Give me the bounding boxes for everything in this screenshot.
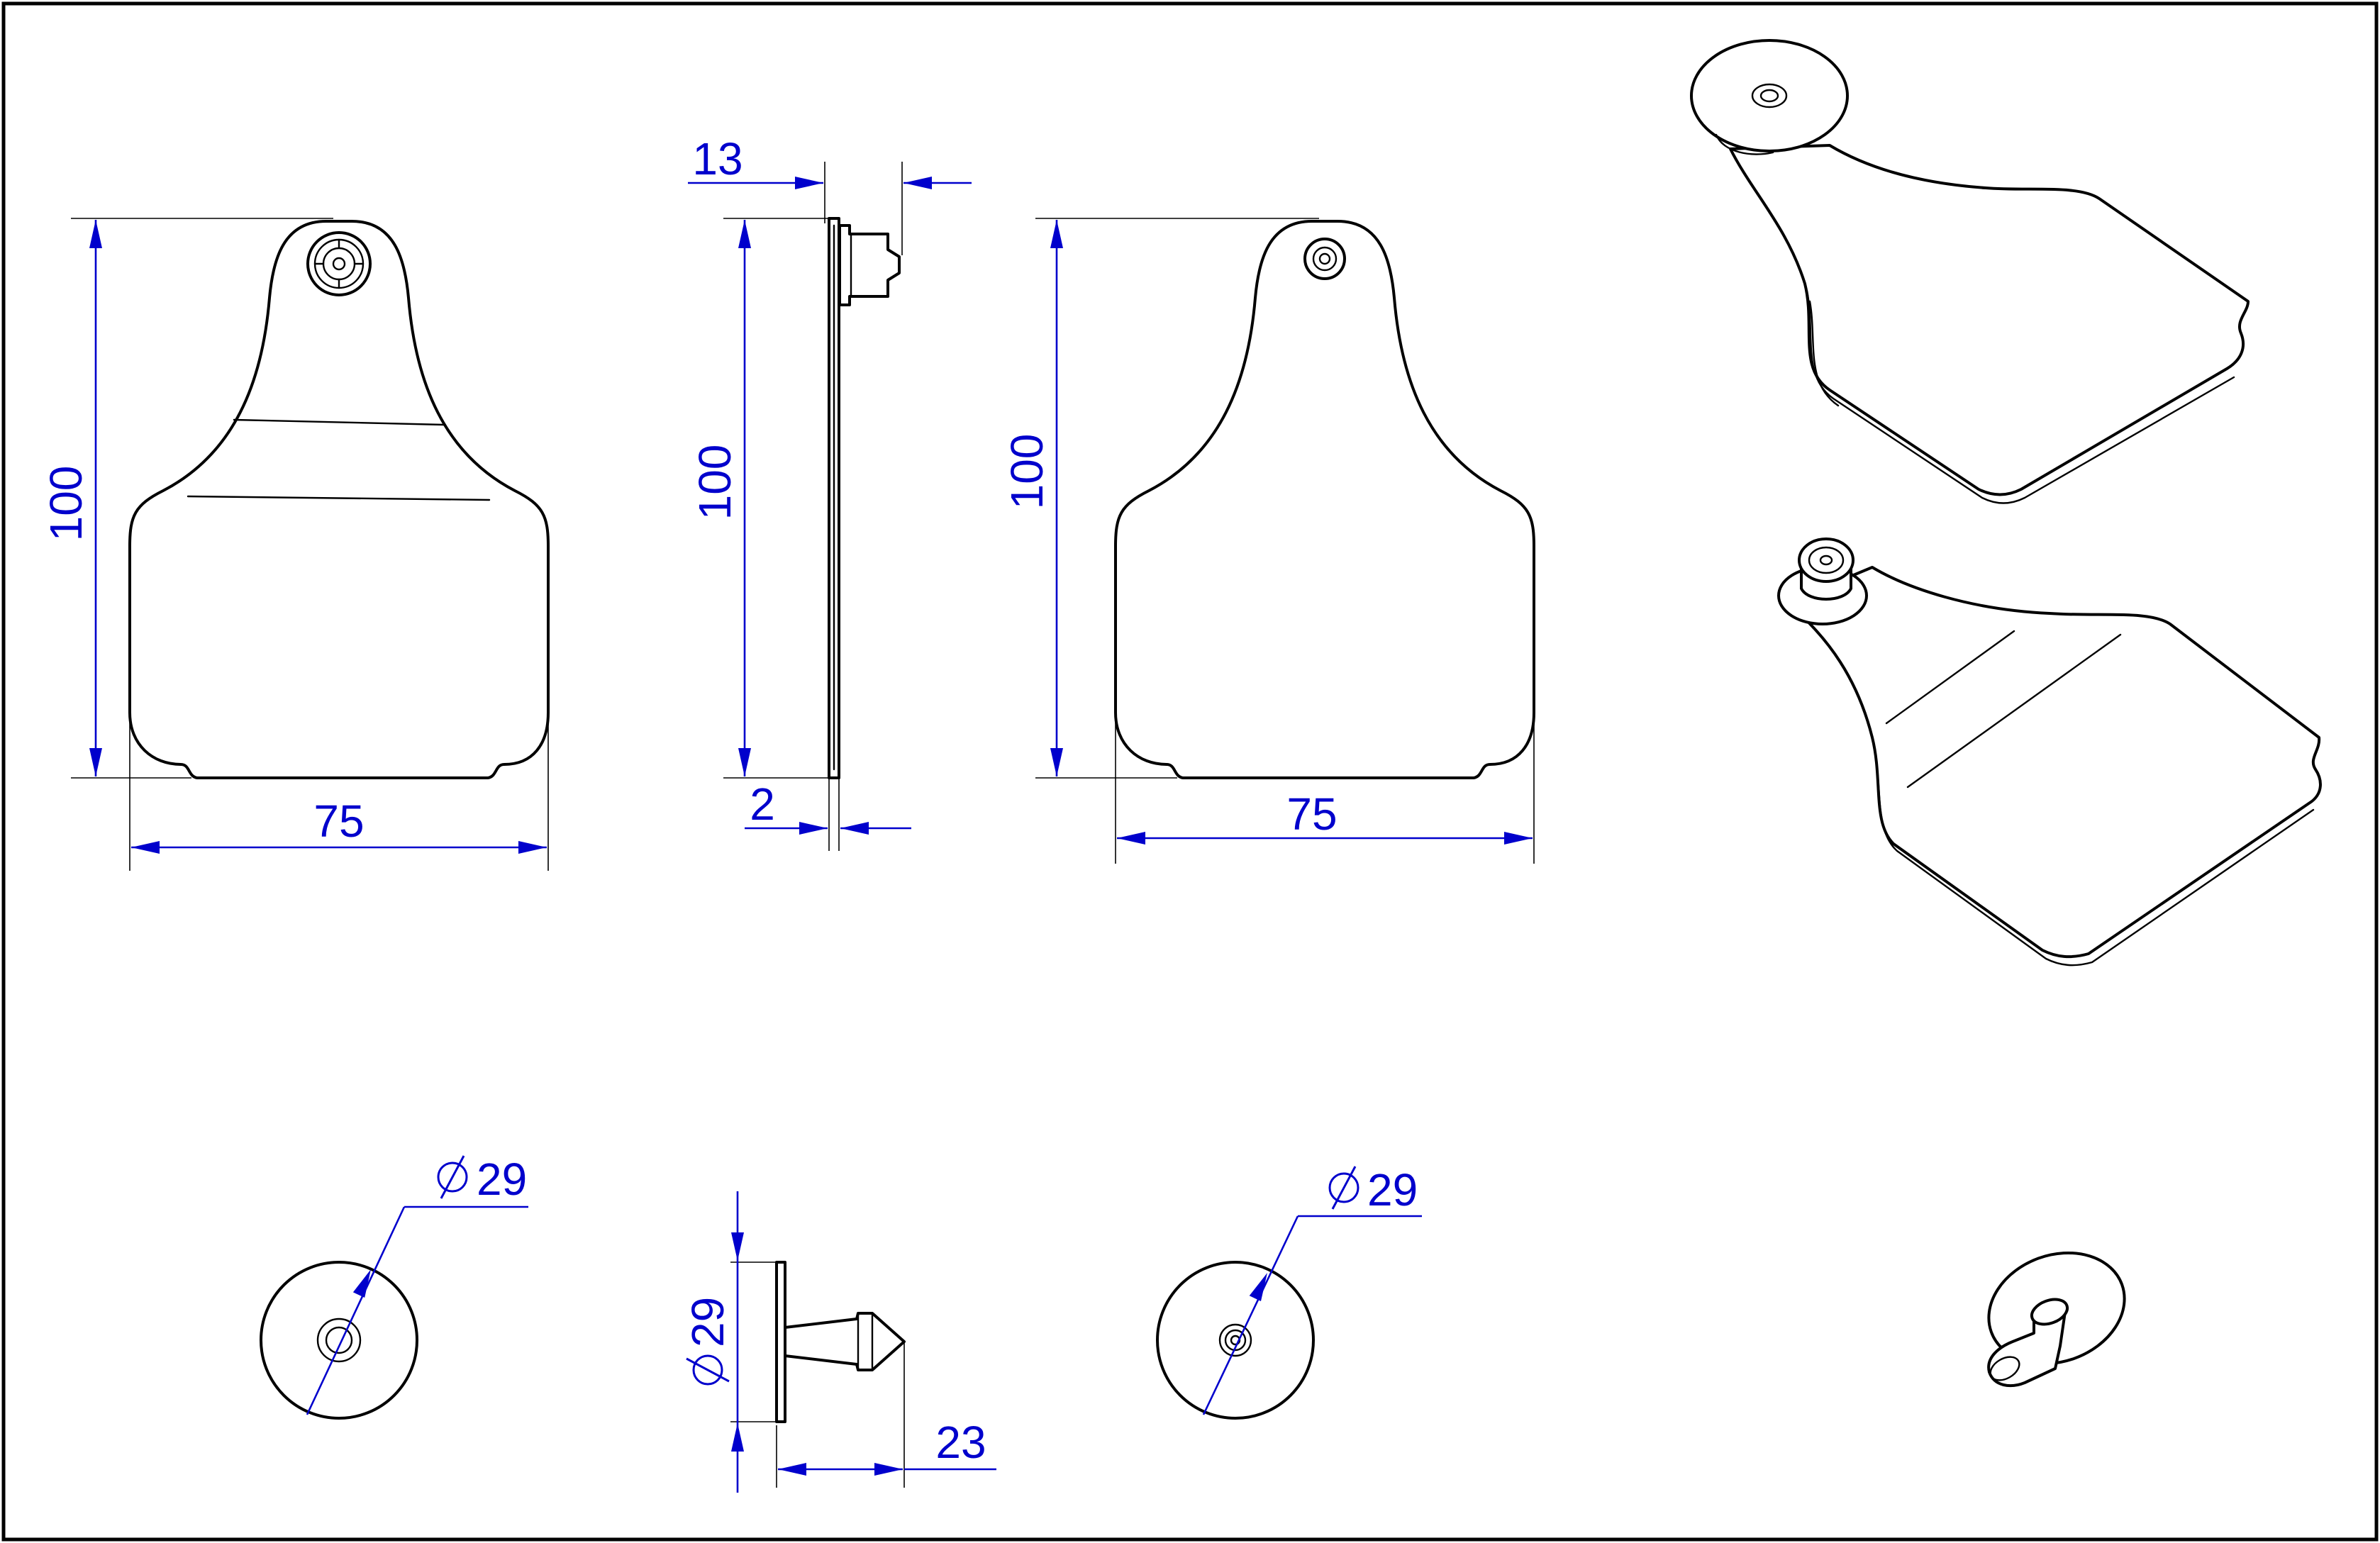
button-front-view <box>260 1261 418 1420</box>
back-height-label: 100 <box>1001 434 1052 510</box>
locking-button-head <box>306 231 372 296</box>
button-side-diameter-dimension: 29 <box>682 1191 780 1493</box>
button-back-diameter-label: 29 <box>1367 1164 1418 1215</box>
tag-front-print-area-line-upper <box>233 418 445 426</box>
side-height-label: 100 <box>689 445 740 520</box>
side-thickness-label: 2 <box>750 779 775 830</box>
button-front-diameter-dimension: 29 <box>306 1154 528 1415</box>
front-height-dimension: 100 <box>40 218 333 779</box>
button-isometric-view <box>1987 1251 2126 1388</box>
front-height-label: 100 <box>40 466 91 542</box>
iso-locking-button <box>1777 537 1868 625</box>
button-side-view <box>775 1261 906 1423</box>
iso-back-tag-body <box>1729 144 2250 496</box>
button-side-length-label: 23 <box>935 1417 986 1468</box>
front-width-label: 75 <box>313 796 364 847</box>
back-stud-hole <box>1303 238 1346 280</box>
stud-side-profile <box>838 224 901 306</box>
back-width-label: 75 <box>1286 789 1337 840</box>
tag-back-outline <box>1114 220 1535 779</box>
tag-isometric-back-view <box>1690 39 2250 504</box>
button-front-disc <box>260 1261 418 1420</box>
side-stud-length-label: 13 <box>692 133 743 184</box>
iso-button-stud <box>1987 1310 2067 1388</box>
tag-side-view <box>828 217 901 779</box>
back-height-dimension: 100 <box>1001 218 1319 779</box>
tag-front-print-area-line-lower <box>187 495 491 501</box>
iso-print-line-lower <box>1906 633 2122 789</box>
button-back-diameter-dimension: 29 <box>1202 1164 1422 1415</box>
tag-front-view <box>128 220 550 779</box>
side-height-dimension: 100 <box>689 218 830 779</box>
tag-isometric-front-view <box>1777 537 2322 967</box>
button-back-disc <box>1156 1261 1315 1420</box>
back-width-dimension: 75 <box>1115 716 1535 864</box>
iso-back-button-disc <box>1690 39 1849 152</box>
tag-back-view <box>1114 220 1535 779</box>
iso-front-tag-body <box>1786 566 2322 959</box>
side-stud-length-dimension: 13 <box>688 133 972 255</box>
iso-print-line-upper <box>1885 630 2015 725</box>
button-side-diameter-label: 29 <box>682 1297 733 1347</box>
button-back-view <box>1156 1261 1315 1420</box>
front-width-dimension: 75 <box>129 716 549 871</box>
button-side-length-dimension: 23 <box>776 1342 996 1488</box>
tag-front-outline <box>128 220 550 779</box>
button-side-stud <box>784 1312 906 1371</box>
side-thickness-dimension: 2 <box>745 773 911 851</box>
button-front-diameter-label: 29 <box>477 1154 527 1205</box>
